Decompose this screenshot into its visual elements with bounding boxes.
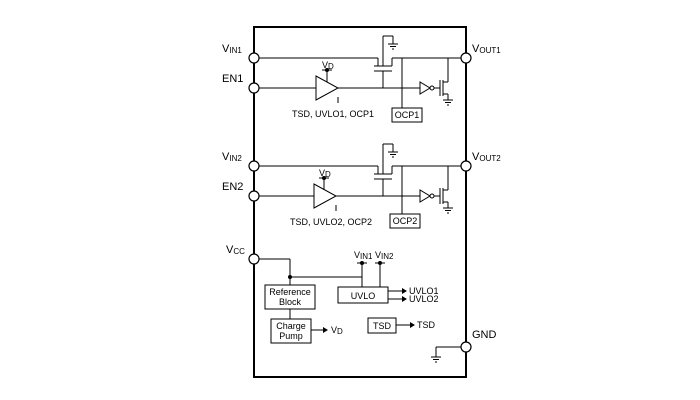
- uvlo-block: [337, 286, 389, 304]
- pin-en2: [248, 190, 260, 202]
- pin-label-vin1: VIN1: [222, 43, 242, 55]
- pin-label-en2: EN2: [222, 181, 243, 193]
- ocp2-label: OCP2: [393, 216, 418, 226]
- uvlo-vin2-label: VIN2: [375, 250, 394, 261]
- pin-gnd: [460, 341, 472, 353]
- uvlo1-output-label: UVLO1: [409, 286, 439, 296]
- reference-block-label-1: Reference: [269, 287, 311, 297]
- pin-label-vout2: VOUT2: [472, 151, 501, 163]
- discharge-circuit-1: [419, 58, 453, 106]
- pin-label-vcc: VCC: [226, 244, 245, 256]
- discharge-circuit-2: [419, 166, 453, 214]
- ic-outline: [253, 26, 467, 378]
- charge-pump-label-1: Charge: [276, 321, 306, 331]
- pin-vout1: [460, 52, 472, 64]
- reference-block-label-2: Block: [279, 297, 302, 307]
- tsd-output-label: TSD: [417, 320, 436, 330]
- power-mosfet-1: [374, 35, 466, 88]
- pin-label-gnd: GND: [472, 329, 497, 341]
- pin-label-vin2: VIN2: [222, 151, 242, 163]
- reference-block: [264, 284, 316, 310]
- uvlo-label: UVLO: [351, 291, 376, 301]
- channel1-protection-label: TSD, UVLO1, OCP1: [292, 109, 374, 119]
- power-mosfet-2: [374, 143, 466, 196]
- ocp1-label: OCP1: [395, 110, 420, 120]
- pin-vin2: [248, 160, 260, 172]
- pin-label-en1: EN1: [222, 73, 243, 85]
- channel-1: VIN1 EN1 VOUT1 VD TSD, U: [222, 35, 501, 123]
- pin-vcc: [248, 253, 260, 265]
- channel-2: VIN2 EN2 VOUT2 VD TSD, UVLO2, OCP2: [222, 143, 501, 229]
- pin-vout2: [460, 160, 472, 172]
- pin-en1: [248, 82, 260, 94]
- ocp1-block: [391, 107, 423, 123]
- vd1-label: VD: [322, 60, 334, 71]
- tsd-label: TSD: [373, 321, 392, 331]
- charge-pump-label-2: Pump: [279, 331, 303, 341]
- channel2-protection-label: TSD, UVLO2, OCP2: [290, 217, 372, 227]
- bottom-section: VCC GND Reference Block Charge Pump VD U…: [226, 244, 497, 363]
- uvlo2-output-label: UVLO2: [409, 294, 439, 304]
- uvlo-vin1-label: VIN1: [354, 250, 373, 261]
- charge-pump-block: [270, 318, 312, 344]
- ocp2-block: [389, 213, 421, 229]
- pin-vin1: [248, 52, 260, 64]
- charge-pump-output-label: VD: [331, 325, 343, 336]
- gate-driver-2: [313, 183, 338, 209]
- vd2-label: VD: [319, 168, 331, 179]
- pin-label-vout1: VOUT1: [472, 43, 501, 55]
